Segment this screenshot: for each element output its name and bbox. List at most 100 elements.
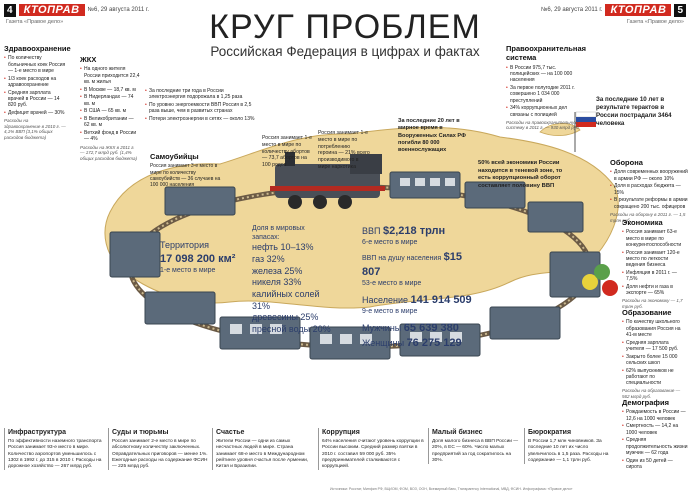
reserves-item: древесины 25% xyxy=(252,312,319,323)
education-line: 62% выпускников не работают по специальн… xyxy=(622,368,688,387)
suicide-title: Самоубийцы xyxy=(150,152,199,161)
reserves-item: пресной воды 20% xyxy=(252,324,331,334)
note-terror: За последние 10 лет в результате теракто… xyxy=(596,96,672,128)
reserves-item: нефть 10–13% xyxy=(252,242,314,253)
law-line: За первое полугодие 2011 г. совершено 1 … xyxy=(506,85,584,104)
law-source: Расходы на правоохранительную систему в … xyxy=(506,119,580,131)
gdp-label: ВВП xyxy=(362,226,381,236)
header-left: 4 КТОПРАВ №6, 29 августа 2011 г. xyxy=(4,2,149,18)
locomotive-icon xyxy=(270,152,385,209)
housing-title: ЖКХ xyxy=(80,55,97,64)
men-value: 65 639 380 xyxy=(403,322,459,335)
brand-logo-left[interactable]: КТОПРАВ xyxy=(18,4,85,16)
note-military: За последние 20 лет в мирное время в Воо… xyxy=(398,118,466,154)
gdp-per-capita-value: $15 807 xyxy=(362,251,463,278)
page-subtitle: Российская Федерация в цифрах и фактах xyxy=(210,44,480,59)
economy-title: Экономика xyxy=(622,218,663,227)
population-value: 141 914 509 xyxy=(410,294,472,307)
bottom-title: Инфраструктура xyxy=(8,429,67,436)
bottom-text: 64% населения считают уровень коррупции … xyxy=(322,439,424,470)
women-value: 76 275 129 xyxy=(406,336,462,349)
health-line: Дефицит врачей — 30% xyxy=(4,110,66,117)
gdp-rank: 6-е место в мире xyxy=(362,239,418,247)
population-rank: 9-е место в мире xyxy=(362,308,418,316)
reserves-item: никеля 33% xyxy=(252,277,302,288)
energy-line: По уровню энергоемкости ВВП Россия в 2,5… xyxy=(145,102,260,115)
housing-line: В Великобритании — 62 кв. м xyxy=(80,116,140,129)
section-bureaucracy: Бюрократия В России 1,7 млн чиновников. … xyxy=(524,428,616,465)
defense-line: Доля в расходах бюджета — 15% xyxy=(610,183,688,196)
law-line: В России 975,7 тыс. полицейских — на 100… xyxy=(506,65,584,84)
demography-title: Демография xyxy=(622,398,669,407)
education-line: Закрыто более 15 000 сельских школ xyxy=(622,354,688,367)
women-label: Женщины xyxy=(362,337,405,348)
law-line: 34% коррупционных дел связаны с полицией xyxy=(506,105,584,118)
stat-economy-population: ВВП $2,218 трлн 6-е место в мире ВВП на … xyxy=(362,224,472,350)
map-islands xyxy=(539,123,581,136)
demography-line: Рождаемость в России — 12,6 на 1000 чело… xyxy=(622,409,688,422)
bottom-title: Малый бизнес xyxy=(432,429,483,436)
bottom-title: Счастье xyxy=(216,429,245,436)
wagon-windows xyxy=(230,178,462,344)
defense-line: Доля современных вооружений в армии РФ —… xyxy=(610,169,688,182)
note-shadow-economy: 50% всей экономики России находится в те… xyxy=(478,160,563,189)
energy-line: За последние три года в России электроэн… xyxy=(145,88,260,101)
issue-date-left: №6, 29 августа 2011 г. xyxy=(87,7,150,13)
defense-source: Расходы на оборону в 2011 г. — 1,5 трлн … xyxy=(610,211,686,223)
law-title: Правоохранительная система xyxy=(506,44,586,63)
section-law-enforcement: Правоохранительная система В России 975,… xyxy=(506,44,586,131)
housing-source: Расходы на ЖКХ в 2011 г. — 172,7 млрд ру… xyxy=(80,144,137,161)
energy-line: Потери электроэнергии в сетях — около 13… xyxy=(145,116,260,123)
demography-line: Смертность — 14,2 на 1000 человек xyxy=(622,423,688,436)
balloons-icon xyxy=(582,264,618,296)
section-happiness: Счастье Жители России — одни из самых не… xyxy=(212,428,314,471)
education-line: По качеству школьного образования Россия… xyxy=(622,319,688,338)
defense-title: Оборона xyxy=(610,158,643,167)
housing-line: В США — 65 кв. м xyxy=(80,108,140,115)
territory-value: 17 098 200 км² xyxy=(160,252,236,265)
demography-line: Один из 50 детей — сирота xyxy=(622,458,688,471)
section-energy: За последние три года в России электроэн… xyxy=(145,88,260,124)
note-abortions: Россия занимает 1-е место в мире по коли… xyxy=(262,135,312,168)
header-right: №6, 29 августа 2011 г. КТОПРАВ 5 xyxy=(541,2,686,18)
newspaper-name-right: Газета «Правое дело» xyxy=(626,19,684,25)
economy-line: Доля нефти и газа в экспорте — 65% xyxy=(622,284,688,297)
page-number-left: 4 xyxy=(4,3,16,17)
section-housing: ЖКХ На одного жителя России приходится 2… xyxy=(80,55,140,162)
section-defense: Оборона Доля современных вооружений в ар… xyxy=(610,158,688,223)
bottom-title: Бюрократия xyxy=(528,429,572,436)
health-line: По количеству больничных коек Россия — 1… xyxy=(4,55,66,74)
russia-map-illustration xyxy=(104,111,619,360)
stat-reserves: Доля в мировых запасах: нефть 10–13% газ… xyxy=(252,224,332,336)
newspaper-name-left: Газета «Правое дело» xyxy=(6,19,64,25)
housing-line: В Москве — 18,7 кв. м xyxy=(80,87,140,94)
bottom-text: По эффективности наземного транспорта Ро… xyxy=(8,439,102,470)
bottom-text: Доля малого бизнеса в ВВП России — 20%, … xyxy=(432,439,519,463)
issue-date-right: №6, 29 августа 2011 г. xyxy=(540,7,603,13)
reserves-item: железа 25% xyxy=(252,265,303,276)
health-line: 1/3 коек расходов на здравоохранение xyxy=(4,76,66,89)
section-small-business: Малый бизнес Доля малого бизнеса в ВВП Р… xyxy=(428,428,520,465)
section-economy: Экономика Россия занимает 63-е место в м… xyxy=(622,218,688,310)
health-title: Здравоохранение xyxy=(4,44,71,53)
education-source: Расходы на образование — 562 млрд руб. xyxy=(622,388,681,399)
population-label: Население xyxy=(362,295,408,306)
gdp-per-capita-rank: 53-е место в мире xyxy=(362,279,422,287)
territory-label: Территория xyxy=(160,240,209,250)
bottom-title: Суды и тюрьмы xyxy=(112,429,169,436)
men-label: Мужчины xyxy=(362,323,402,334)
bottom-text: Жители России — одни из самых несчастных… xyxy=(216,439,309,470)
brand-logo-right[interactable]: КТОПРАВ xyxy=(605,4,672,16)
bottom-text: Россия занимает 2-е место в мире по абсо… xyxy=(112,439,208,470)
economy-line: Россия занимает 120-е место по легкости … xyxy=(622,250,688,269)
note-drugs: Россия занимает 1-е место в мире по потр… xyxy=(318,130,370,170)
housing-line: Ветхий фонд в России — 4% xyxy=(80,130,140,143)
page-number-right: 5 xyxy=(674,3,686,17)
page-title: КРУГ ПРОБЛЕМ xyxy=(209,8,481,46)
gdp-value: $2,218 трлн xyxy=(383,225,446,237)
education-line: Средняя зарплата учителя — 17 500 руб. xyxy=(622,340,688,353)
suicide-text: Россия занимает 3-е место в мире по коли… xyxy=(150,163,221,189)
housing-line: В Нидерландах — 74 кв. м xyxy=(80,94,140,107)
health-source: Расходы на здравоохранение в 2010 г. — 4… xyxy=(4,118,66,140)
section-infrastructure: Инфраструктура По эффективности наземног… xyxy=(4,428,104,471)
